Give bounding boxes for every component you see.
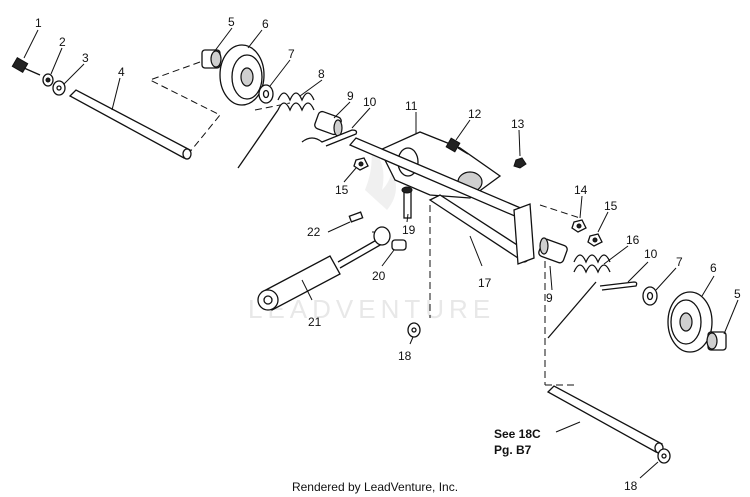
- callout-18-middle: 18: [398, 349, 412, 363]
- callout-4: 4: [118, 65, 125, 79]
- callout-5-top: 5: [228, 15, 235, 29]
- part-15-nut-left: [343, 157, 369, 183]
- callout-20: 20: [372, 269, 386, 283]
- part-20-clip: [381, 239, 407, 267]
- part-18-washer-middle: [407, 322, 421, 345]
- callout-9-bottom: 9: [546, 291, 553, 305]
- part-17-rod: [469, 235, 483, 267]
- callout-6-top: 6: [262, 17, 269, 31]
- callout-7-top: 7: [288, 47, 295, 61]
- reference-note: See 18C Pg. B7: [494, 427, 541, 457]
- part-5-bushing-bottom: [706, 299, 739, 351]
- callout-22: 22: [307, 225, 321, 239]
- callout-15-left: 15: [335, 183, 349, 197]
- part-end-plate: [513, 203, 535, 265]
- part-9-spacer-top: [314, 101, 351, 137]
- callout-19: 19: [402, 223, 416, 237]
- callout-11: 11: [405, 99, 418, 113]
- callout-12: 12: [468, 107, 482, 121]
- part-21-damper: [257, 226, 391, 311]
- part-22-pin: [327, 211, 364, 233]
- callout-16: 16: [626, 233, 640, 247]
- part-10-clip-top: [301, 107, 371, 147]
- part-8-spring: [237, 79, 323, 169]
- callout-10-bottom: 10: [644, 247, 658, 261]
- callout-7-bottom: 7: [676, 255, 683, 269]
- part-7-washer-bottom: [642, 267, 677, 306]
- part-15-nut-right: [587, 211, 609, 247]
- part-7-washer-top: [258, 59, 291, 104]
- part-6-pulley-bottom: [667, 275, 715, 353]
- callout-labels: 1 2 3 4 5 6 7 8 9 10 11 12 13 14 15 15 1…: [35, 15, 741, 493]
- part-3-washer: [52, 63, 85, 96]
- footer-credit: Rendered by LeadVenture, Inc.: [291, 480, 459, 494]
- callout-21: 21: [308, 315, 322, 329]
- part-16-spring: [547, 245, 629, 339]
- part-6-pulley-top: [219, 29, 265, 106]
- part-shaft-lower: [546, 385, 664, 454]
- part-13-nut: [513, 129, 527, 169]
- part-2-lock-washer: [42, 47, 63, 87]
- part-10-clip-bottom: [599, 261, 649, 291]
- callout-1: 1: [35, 16, 42, 30]
- callout-13: 13: [511, 117, 525, 131]
- part-5-bushing-top: [201, 27, 233, 69]
- callout-14: 14: [574, 183, 588, 197]
- callout-18-bottom: 18: [624, 479, 638, 493]
- part-19-pin: [401, 186, 413, 223]
- part-14-nut: [571, 195, 587, 233]
- callout-5-bottom: 5: [734, 287, 741, 301]
- callout-3: 3: [82, 51, 89, 65]
- note-line-2: Pg. B7: [494, 443, 532, 457]
- callout-2: 2: [59, 35, 66, 49]
- callout-17: 17: [478, 276, 492, 290]
- part-1-bolt: [11, 29, 41, 76]
- part-9-spacer-bottom: [538, 237, 568, 291]
- part-pivot-shaft: [348, 137, 532, 263]
- watermark-logo: LEADVENTURE: [248, 145, 490, 324]
- callout-15-right: 15: [604, 199, 618, 213]
- part-4-shaft: [68, 77, 192, 160]
- part-11-idler-bracket: [379, 112, 502, 199]
- part-12-bolt: [445, 119, 471, 155]
- part-18-washer-bottom: [639, 448, 671, 479]
- callout-10-top: 10: [363, 95, 377, 109]
- callout-6-bottom: 6: [710, 261, 717, 275]
- note-line-1: See 18C: [494, 427, 541, 441]
- callout-9-top: 9: [347, 89, 354, 103]
- callout-8: 8: [318, 67, 325, 81]
